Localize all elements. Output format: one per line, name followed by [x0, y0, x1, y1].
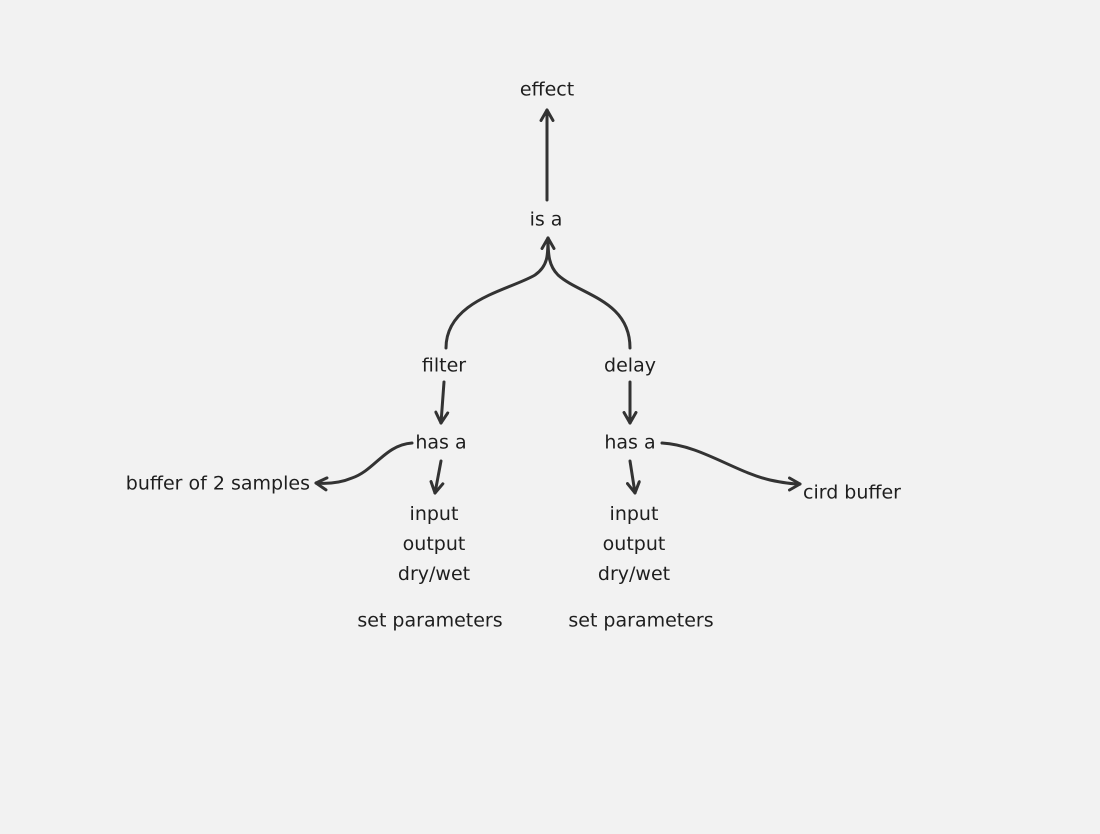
node-effect: effect [519, 78, 575, 101]
filter-io-list: input output dry/wet [398, 499, 470, 589]
node-filter-has-a: has a [415, 431, 467, 454]
delay-io-drywet: dry/wet [597, 563, 671, 585]
node-buffer-of-2-samples: buffer of 2 samples [125, 472, 310, 495]
arrow-filter-to-hasa [434, 380, 450, 425]
node-cird-buffer: cird buffer [803, 481, 901, 504]
arrow-filter-hasa-to-io [429, 459, 445, 495]
node-delay-has-a: has a [604, 431, 656, 454]
delay-io-input: input [609, 503, 659, 525]
node-filter: filter [421, 354, 467, 377]
filter-io-drywet: dry/wet [397, 563, 471, 585]
delay-io-output: output [602, 533, 666, 555]
node-delay-set-parameters: set parameters [568, 609, 714, 632]
node-filter-set-parameters: set parameters [357, 609, 503, 632]
filter-io-input: input [409, 503, 459, 525]
node-delay: delay [604, 354, 656, 377]
filter-io-output: output [402, 533, 466, 555]
arrow-delay-hasa-to-cirdbuffer [660, 441, 802, 492]
delay-io-list: input output dry/wet [598, 499, 670, 589]
node-is-a: is a [529, 208, 563, 231]
arrow-filter-hasa-to-buffer [314, 441, 414, 492]
arrow-delay-hasa-to-io [625, 459, 641, 495]
arrow-delay-to-isa [546, 236, 632, 350]
arrow-filter-to-isa [444, 236, 556, 350]
